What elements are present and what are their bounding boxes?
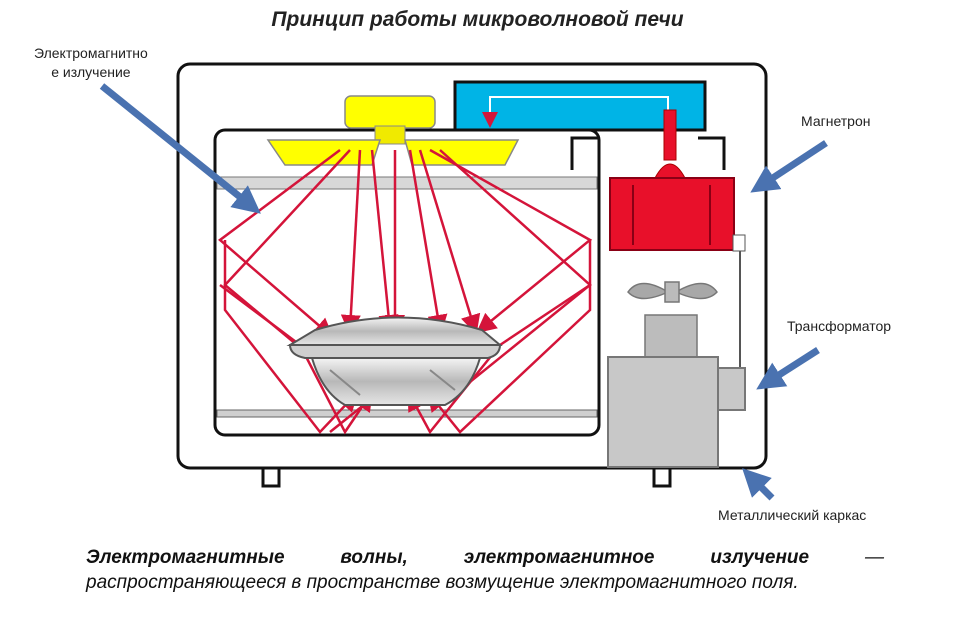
definition-caption: Электромагнитные волны, электромагнитное… <box>86 545 884 595</box>
frame-arrow <box>742 468 775 501</box>
cooling-fan <box>627 281 718 358</box>
transformer-label: Трансформатор <box>787 318 892 334</box>
magnetron-arrow <box>750 140 828 193</box>
diagram-title: Принцип работы микроволновой печи <box>271 8 684 31</box>
foot-right <box>652 466 672 488</box>
foot-left <box>261 466 281 488</box>
caption-definition: — распространяющееся в пространстве возм… <box>86 547 884 593</box>
em-radiation-label: Электромагнитно е излучение <box>34 45 148 80</box>
transformer-body <box>607 356 719 468</box>
pointer-arrows <box>99 83 828 501</box>
frame-label: Металлический каркас <box>718 507 867 523</box>
transformer-arrow <box>756 347 820 390</box>
microwave-rays <box>218 148 593 435</box>
caption-term: Электромагнитные волны, электромагнитное… <box>86 547 810 568</box>
transformer-terminal <box>717 367 746 411</box>
magnetron-antenna <box>663 109 677 161</box>
fan-motor <box>344 95 436 129</box>
fan-blades <box>266 139 520 166</box>
magnetron-label: Магнетрон <box>801 113 871 129</box>
antenna-bracket <box>570 136 726 170</box>
food-bowl <box>286 316 503 406</box>
chamber-grille <box>216 176 598 190</box>
em-radiation-arrow <box>99 83 261 214</box>
magnetron-body <box>609 177 735 251</box>
turntable-plate <box>216 409 598 418</box>
